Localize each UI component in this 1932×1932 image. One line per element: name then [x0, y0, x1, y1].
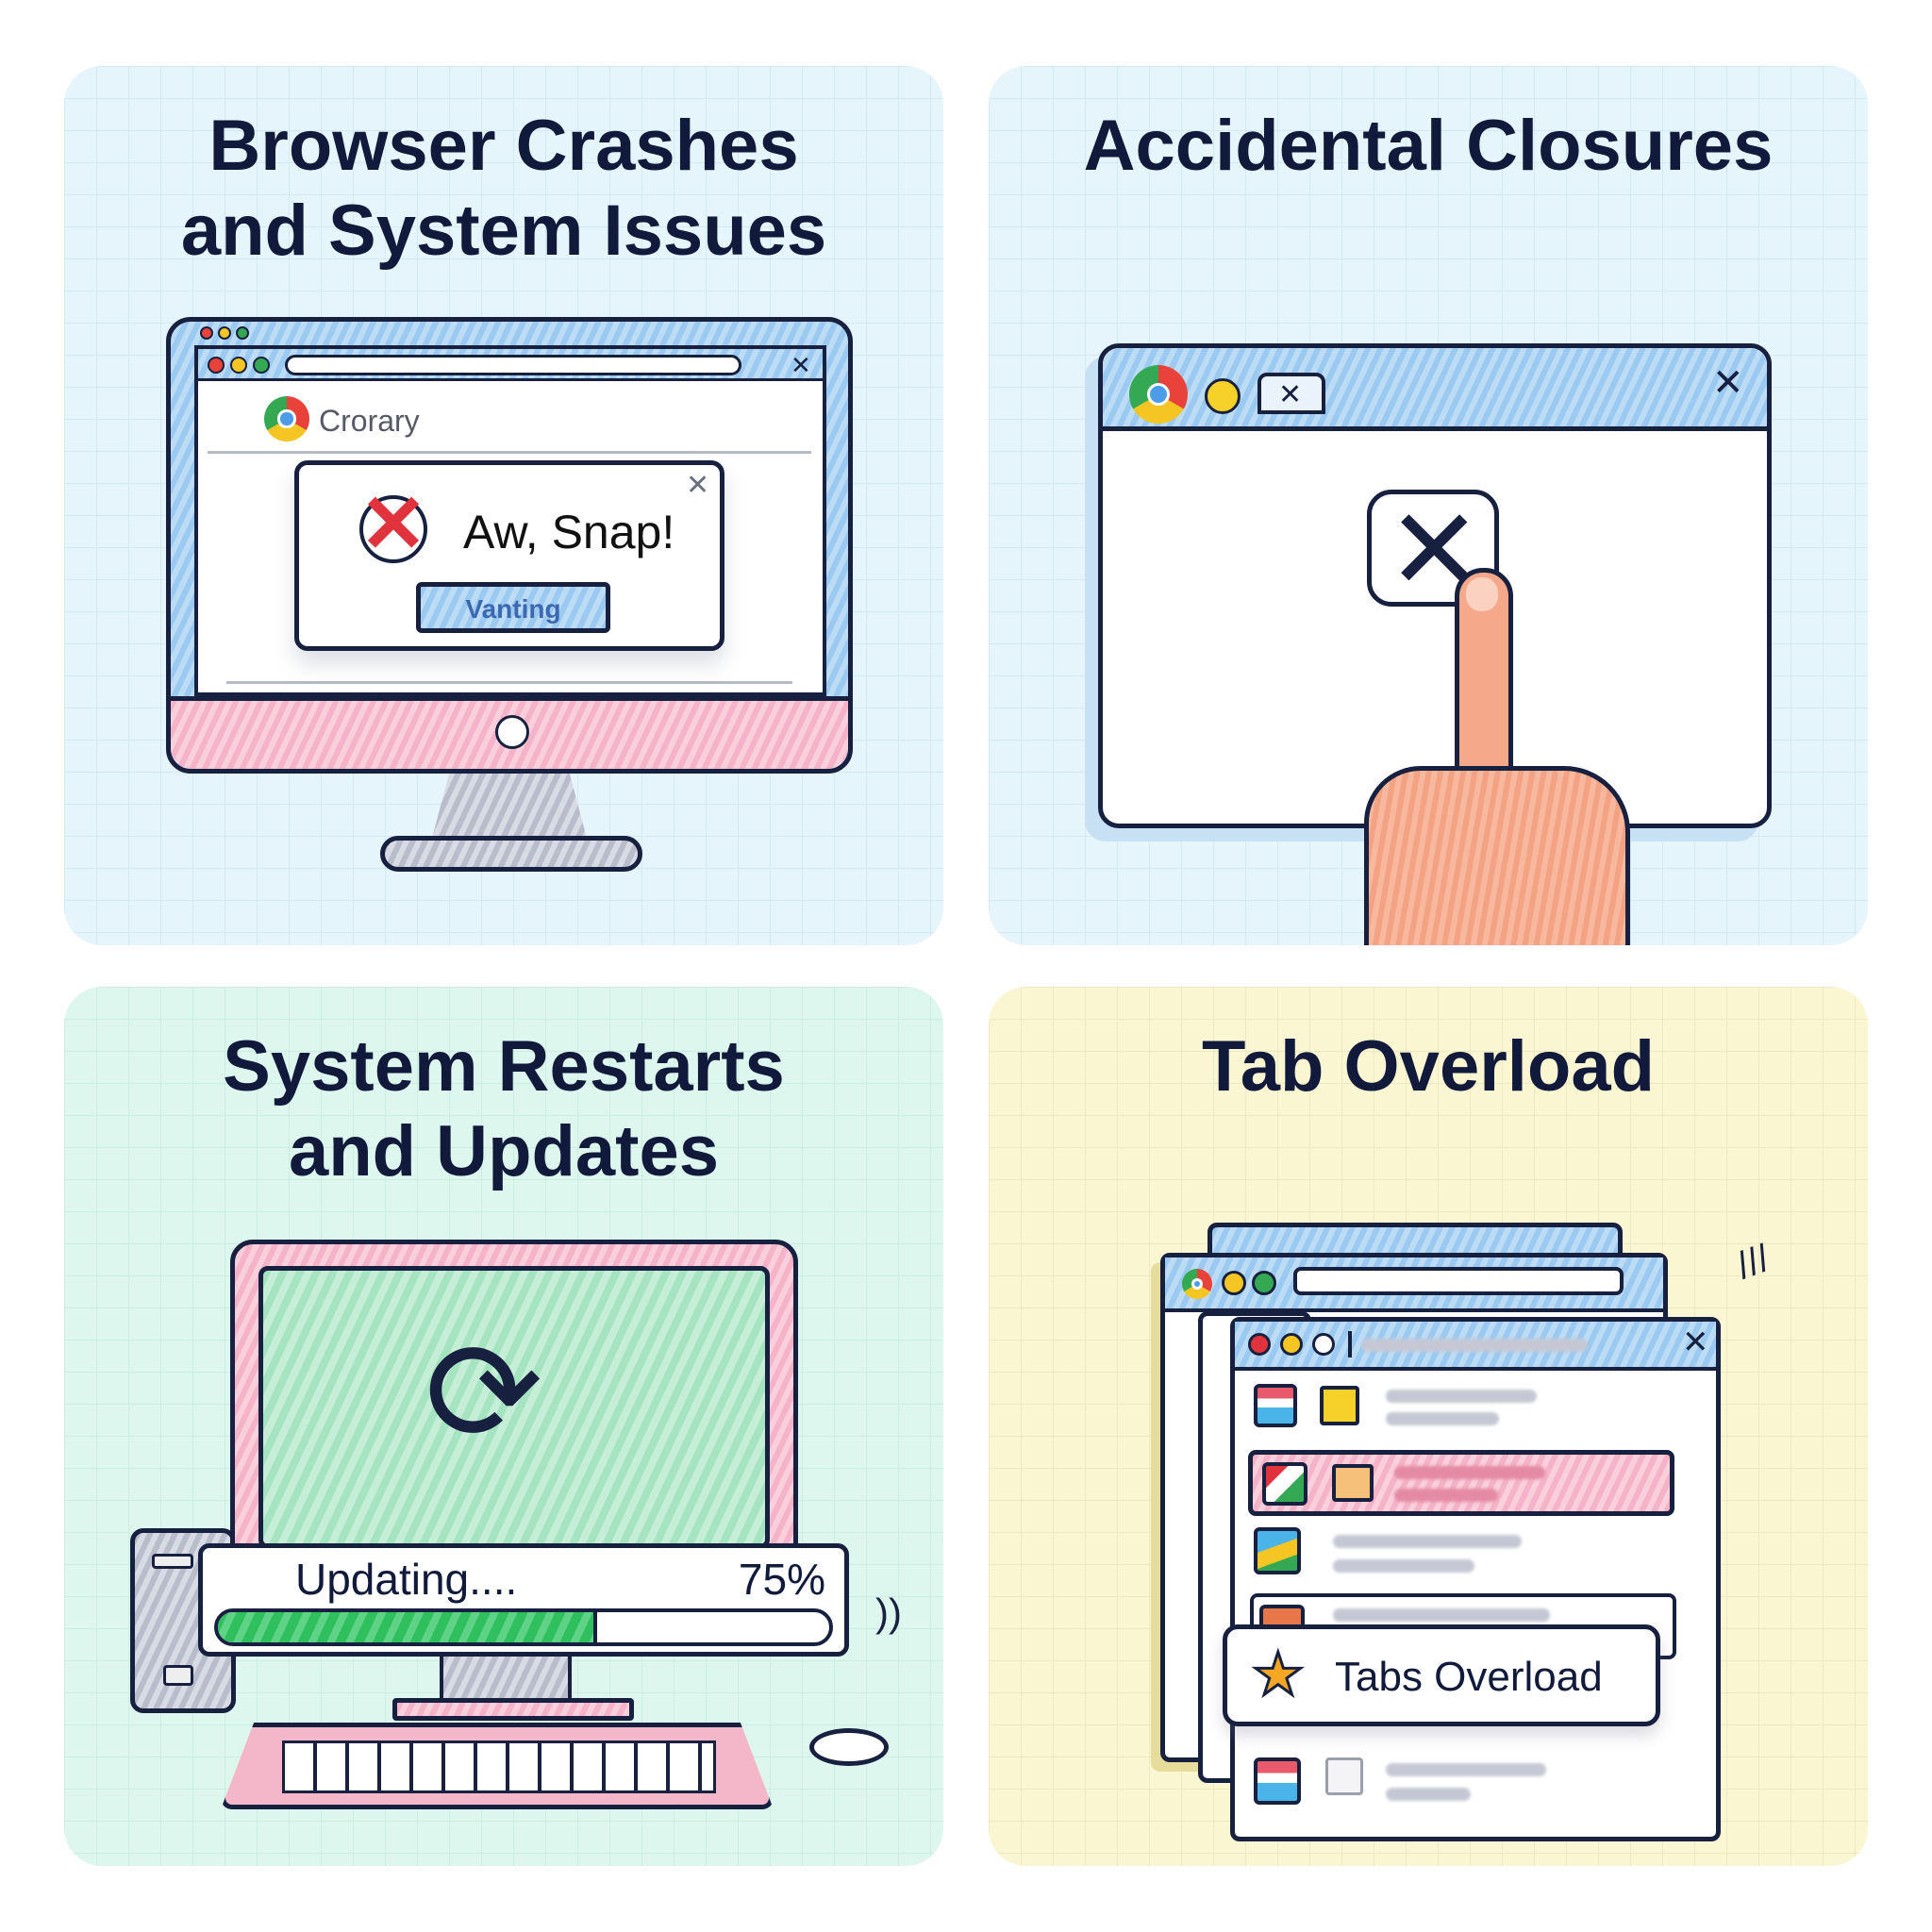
traffic-light-yellow[interactable] — [230, 357, 247, 374]
dialog-close-icon[interactable]: ✕ — [686, 470, 710, 501]
monitor-dot-red — [200, 326, 213, 340]
error-icon-cross: ✕ — [359, 479, 428, 570]
tab-row[interactable] — [1254, 1527, 1697, 1586]
tab-favicon — [1262, 1462, 1307, 1506]
panel-title: Tab Overload — [989, 1024, 1868, 1109]
divider — [208, 451, 811, 454]
tab-title-placeholder — [1394, 1466, 1545, 1479]
title-line-2: and System Issues — [180, 191, 827, 271]
chrome-logo-icon — [264, 396, 309, 441]
drive-slot — [152, 1554, 193, 1569]
browser-window: ✕ ✕ ✕ — [1098, 343, 1772, 828]
motion-marks: /// — [1731, 1237, 1775, 1288]
window-close-icon[interactable]: ✕ — [1712, 362, 1744, 404]
chrome-logo-icon — [1129, 365, 1188, 424]
traffic-light-gray[interactable] — [1312, 1333, 1335, 1356]
monitor-base — [380, 836, 642, 872]
tab-favicon — [1325, 1757, 1363, 1795]
power-button — [495, 715, 529, 749]
monitor-stand — [430, 774, 589, 845]
address-bar[interactable] — [1293, 1267, 1624, 1295]
address-bar[interactable] — [285, 355, 741, 375]
keyboard-keys — [282, 1740, 716, 1793]
pointing-hand-icon — [1360, 568, 1643, 945]
keyboard — [221, 1723, 774, 1809]
panel-accidental-closures: Accidental Closures ✕ ✕ ✕ — [989, 66, 1868, 945]
tab-favicon — [1254, 1757, 1301, 1805]
chrome-logo-icon — [1182, 1269, 1212, 1299]
mouse — [809, 1728, 889, 1766]
title-line-2: and Updates — [288, 1111, 720, 1191]
traffic-light-green[interactable] — [1252, 1271, 1276, 1295]
browser-tab-strip — [1103, 348, 1767, 431]
title-line-1: Accidental Closures — [1083, 106, 1774, 186]
tab-row[interactable] — [1254, 1384, 1697, 1442]
title-line-1: System Restarts — [223, 1026, 785, 1107]
panel-title: Browser Crashes and System Issues — [64, 104, 943, 274]
yellow-dot — [1205, 378, 1241, 414]
panel-browser-crashes: Browser Crashes and System Issues ✕ Cror… — [64, 66, 943, 945]
browser-tab[interactable]: ✕ — [1257, 373, 1325, 414]
tab-url-placeholder — [1394, 1489, 1498, 1502]
update-status-text: Updating.... — [295, 1555, 518, 1604]
update-progress-dialog: Updating.... 75% — [198, 1543, 849, 1657]
monitor-dot-green — [236, 326, 249, 340]
power-slot — [163, 1665, 193, 1686]
monitor-dot-yellow — [218, 326, 231, 340]
tab-close-icon[interactable]: ✕ — [1278, 379, 1303, 410]
toast-label: Tabs Overload — [1335, 1654, 1603, 1700]
panel-tab-overload: Tab Overload ✕ — [989, 987, 1868, 1866]
dialog-action-button[interactable]: Vanting — [416, 582, 610, 633]
tab-url-placeholder — [1386, 1788, 1471, 1801]
traffic-light-yellow[interactable] — [1222, 1271, 1246, 1295]
palm — [1364, 766, 1630, 945]
star-icon: ★ — [1251, 1641, 1307, 1709]
address-bar[interactable] — [1348, 1331, 1631, 1357]
crash-dialog: ✕ ✕ Aw, Snap! Vanting — [294, 460, 724, 651]
title-line-1: Tab Overload — [1201, 1026, 1656, 1107]
dialog-heading: Aw, Snap! — [463, 506, 675, 558]
window-close-icon[interactable]: ✕ — [791, 351, 811, 379]
panel-title: Accidental Closures — [989, 104, 1868, 189]
tab-favicon — [1320, 1386, 1359, 1425]
browser-window-front: ✕ — [1230, 1317, 1721, 1841]
tab-url-placeholder — [1386, 1412, 1499, 1425]
traffic-light-yellow[interactable] — [1280, 1333, 1303, 1356]
browser-window: ✕ Crorary ✕ ✕ Aw, Snap! Vanting — [194, 345, 826, 696]
tabs-overload-toast[interactable]: ★ Tabs Overload — [1223, 1624, 1660, 1726]
error-icon-circle — [359, 495, 427, 563]
panel-system-restarts: System Restarts and Updates ⟳ )) Updatin… — [64, 987, 943, 1866]
tab-url-placeholder — [1333, 1559, 1474, 1573]
monitor-stand — [440, 1651, 572, 1704]
tab-title-placeholder — [1386, 1390, 1537, 1403]
tab-favicon — [1254, 1384, 1297, 1427]
error-icon: ✕ — [356, 484, 431, 567]
traffic-light-red[interactable] — [1248, 1333, 1271, 1356]
tab-row-highlighted[interactable] — [1248, 1450, 1674, 1516]
progress-fill — [218, 1612, 597, 1642]
update-percent-text: 75% — [738, 1555, 825, 1604]
tab-favicon — [1254, 1527, 1301, 1574]
browser-brand-text: Crorary — [319, 404, 420, 438]
tab-favicon — [1332, 1464, 1374, 1502]
window-close-icon[interactable]: ✕ — [1682, 1324, 1709, 1360]
vibration-marks: )) — [875, 1591, 902, 1635]
tab-title-placeholder — [1386, 1763, 1546, 1776]
finger-nail — [1466, 577, 1498, 611]
progress-track — [214, 1608, 833, 1646]
tab-title-placeholder — [1333, 1535, 1522, 1548]
refresh-arrows-icon: ⟳ — [425, 1313, 543, 1472]
dialog-action-label: Vanting — [465, 594, 561, 624]
divider-bottom — [226, 681, 792, 684]
traffic-light-red[interactable] — [208, 357, 225, 374]
traffic-light-green[interactable] — [253, 357, 270, 374]
address-text — [1361, 1339, 1588, 1352]
tab-row[interactable] — [1254, 1757, 1697, 1816]
monitor-screen — [258, 1266, 770, 1549]
title-line-1: Browser Crashes — [208, 106, 799, 186]
tab-title-placeholder — [1333, 1608, 1550, 1622]
monitor-base — [392, 1698, 634, 1721]
panel-title: System Restarts and Updates — [64, 1024, 943, 1194]
